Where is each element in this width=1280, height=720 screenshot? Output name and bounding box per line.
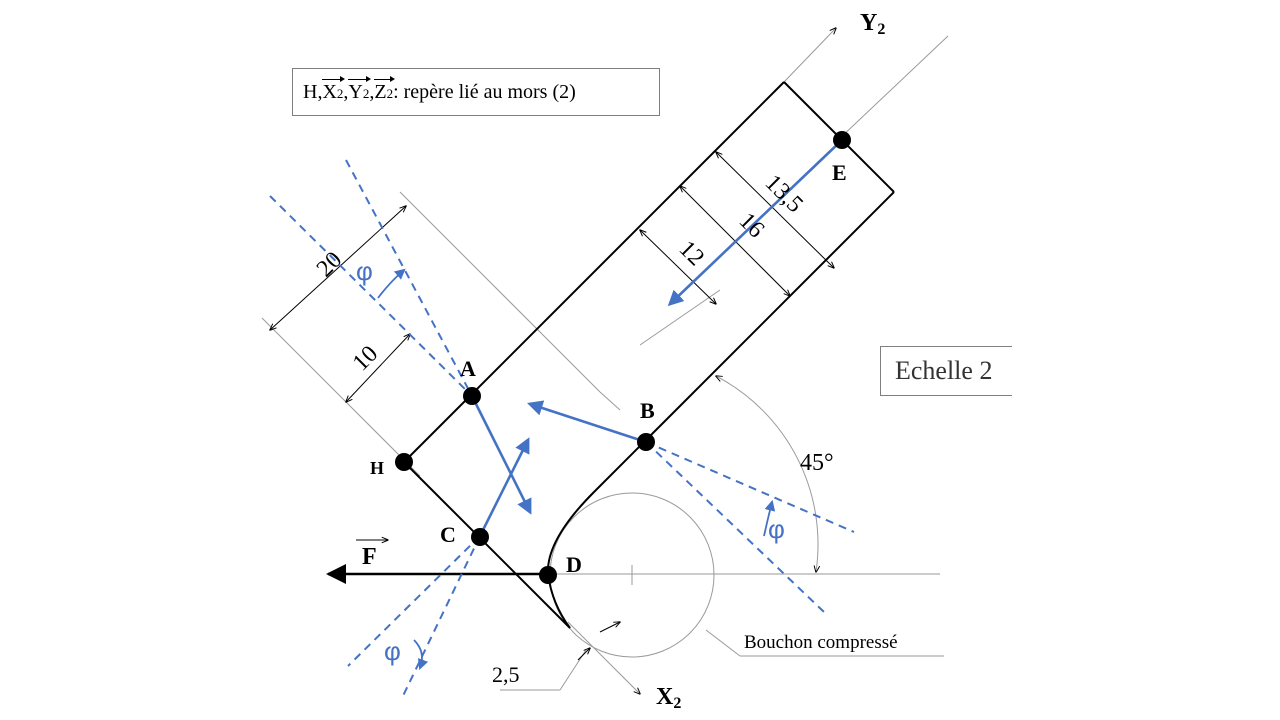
phi-arc-a	[377, 268, 406, 299]
cone-b-line-1	[645, 441, 855, 533]
dim-line-12-ext	[639, 289, 721, 346]
force-e-arrow	[667, 139, 843, 307]
dim-10-line	[346, 334, 410, 402]
x2-axis-line	[567, 621, 640, 694]
label-y2-axis: Y2	[860, 10, 885, 38]
phi-arcs	[377, 268, 776, 671]
extension-line-h	[261, 317, 421, 477]
cone-c-line-1	[347, 535, 481, 667]
caption-z-vector: Z2	[374, 75, 395, 103]
jaw-edge-bottom	[403, 461, 571, 629]
scale-label: Echelle 2	[895, 356, 993, 385]
phi-arc-b	[763, 499, 776, 537]
cone-a-line-2	[345, 159, 473, 397]
jaw-edge-left	[403, 81, 785, 463]
phi-label-b: φ	[768, 514, 785, 544]
extension-line-top	[399, 191, 601, 393]
point-d	[539, 566, 557, 584]
label-d: D	[566, 552, 582, 577]
angle-label-45: 45°	[800, 450, 834, 476]
leader-cork	[705, 629, 741, 657]
dim-label-20: 20	[312, 247, 347, 282]
extension-line-mid	[599, 391, 621, 411]
dim-label-10: 10	[348, 341, 383, 376]
jaw-edge-right	[645, 191, 895, 441]
point-c	[471, 528, 489, 546]
cone-c-line-2	[401, 535, 481, 699]
dim-2-5-arrow-a	[599, 622, 620, 633]
point-h	[395, 453, 413, 471]
frame-caption-box: H, X2 , Y2 , Z2 : repère lié au mors (2)	[292, 68, 660, 116]
point-b	[637, 433, 655, 451]
dim-label-12: 12	[674, 236, 709, 271]
force-vectors	[470, 139, 843, 537]
phi-arc-c	[413, 639, 429, 671]
label-compressed-cork: Bouchon compressé	[744, 632, 898, 653]
dim-20-line	[270, 206, 406, 330]
label-c: C	[440, 522, 456, 547]
dim-label-2-5: 2,5	[492, 662, 520, 687]
caption-sep-2: ,	[369, 80, 375, 103]
construction-lines	[261, 28, 949, 694]
cone-a-line-1	[269, 195, 473, 397]
scale-box: Echelle 2	[880, 346, 1012, 396]
caption-y-vector: Y2	[348, 75, 372, 103]
point-a	[463, 387, 481, 405]
label-a: A	[460, 356, 476, 381]
points	[395, 131, 851, 584]
caption-sep-1: ,	[343, 80, 349, 103]
cone-b-line-2	[645, 441, 825, 613]
dim-2-5-arrow-b	[577, 648, 590, 661]
label-e: E	[832, 160, 847, 185]
phi-label-c: φ	[384, 636, 401, 666]
label-h: H	[370, 458, 384, 478]
point-e	[833, 131, 851, 149]
label-x2-axis: X2	[656, 684, 681, 712]
label-b: B	[640, 398, 655, 423]
dim-12-line	[640, 230, 716, 304]
caption-x-vector: X2	[322, 75, 346, 103]
caption-suffix: : repère lié au mors (2)	[393, 80, 576, 103]
force-c-arrow	[478, 437, 530, 537]
force-a-arrow	[470, 395, 532, 515]
extension-line-e	[837, 35, 949, 141]
phi-label-a: φ	[356, 256, 373, 286]
dim-13-5-line	[716, 152, 834, 268]
jaw-curved-nose	[546, 439, 647, 629]
angle-arc-45	[716, 376, 818, 572]
force-b-arrow	[527, 400, 647, 444]
jaw-outline	[403, 81, 895, 629]
y2-axis-line	[783, 28, 836, 83]
label-force-f: F	[362, 544, 377, 570]
caption-prefix: H,	[303, 80, 323, 103]
